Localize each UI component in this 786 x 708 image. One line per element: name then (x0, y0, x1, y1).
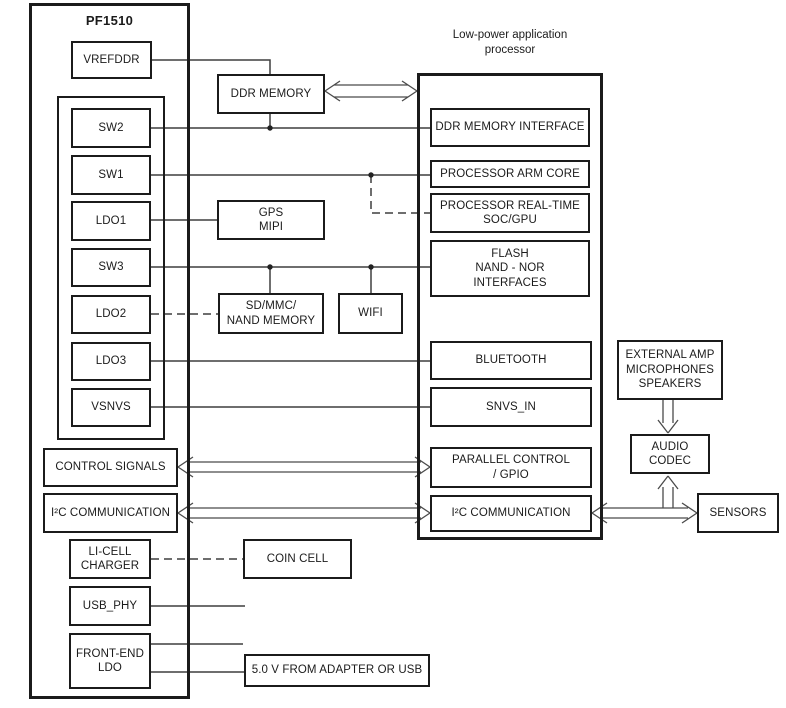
block-wifi: WIFI (338, 293, 403, 334)
block-ldo3: LDO3 (71, 342, 151, 381)
block-licell-charger: LI-CELL CHARGER (69, 539, 151, 579)
block-snvs-in: SNVS_IN (430, 387, 592, 427)
regulator-group (57, 96, 165, 440)
block-external-audio-devices: EXTERNAL AMP MICROPHONES SPEAKERS (617, 340, 723, 400)
block-vrefddr: VREFDDR (71, 41, 152, 79)
block-adapter-input: 5.0 V FROM ADAPTER OR USB (244, 654, 430, 687)
block-coin-cell: COIN CELL (243, 539, 352, 579)
ddr-memory-bidir-arrow (324, 80, 418, 102)
block-gps-mipi: GPS MIPI (217, 200, 325, 240)
block-frontend-ldo: FRONT-END LDO (69, 633, 151, 689)
block-parallel-gpio: PARALLEL CONTROL / GPIO (430, 447, 592, 488)
vrefddr-to-ddr-memory-line (151, 59, 271, 74)
pf1510-container (29, 3, 190, 699)
block-realtime-soc: PROCESSOR REAL-TIME SOC/GPU (430, 193, 590, 233)
processor-container (417, 73, 603, 540)
i2c-sensors-bidir-arrow (591, 502, 698, 524)
i2c-bidir-arrow (177, 502, 431, 524)
block-audio-codec: AUDIO CODEC (630, 434, 710, 474)
block-i2c-communication-pmic: I²C COMMUNICATION (43, 493, 178, 533)
block-sw1: SW1 (71, 155, 151, 195)
external-to-codec-down-arrow (657, 400, 679, 434)
junction-dot (368, 172, 374, 178)
block-arm-core: PROCESSOR ARM CORE (430, 160, 590, 188)
junction-dot (267, 264, 273, 270)
junction-dot (368, 264, 374, 270)
block-ddr-memory-interface: DDR MEMORY INTERFACE (430, 108, 590, 147)
pf1510-title: PF1510 (85, 13, 134, 28)
block-sw3: SW3 (71, 248, 151, 287)
block-ddr-memory: DDR MEMORY (217, 74, 325, 114)
control-signals-bidir-arrow (177, 456, 431, 478)
block-flash-interfaces: FLASH NAND - NOR INTERFACES (430, 240, 590, 297)
block-i2c-communication-proc: I²C COMMUNICATION (430, 495, 592, 532)
junction-dot (267, 125, 273, 131)
block-control-signals: CONTROL SIGNALS (43, 448, 178, 487)
processor-title: Low-power application processor (452, 29, 568, 56)
block-ldo2: LDO2 (71, 295, 151, 334)
block-sensors: SENSORS (697, 493, 779, 533)
block-ldo1: LDO1 (71, 201, 151, 241)
block-usb-phy: USB_PHY (69, 586, 151, 626)
block-sw2: SW2 (71, 108, 151, 148)
block-vsnvs: VSNVS (71, 388, 151, 427)
block-bluetooth: BLUETOOTH (430, 341, 592, 380)
block-sdmmc-nand: SD/MMC/ NAND MEMORY (218, 293, 324, 334)
bus-to-codec-up-arrow (657, 475, 679, 508)
